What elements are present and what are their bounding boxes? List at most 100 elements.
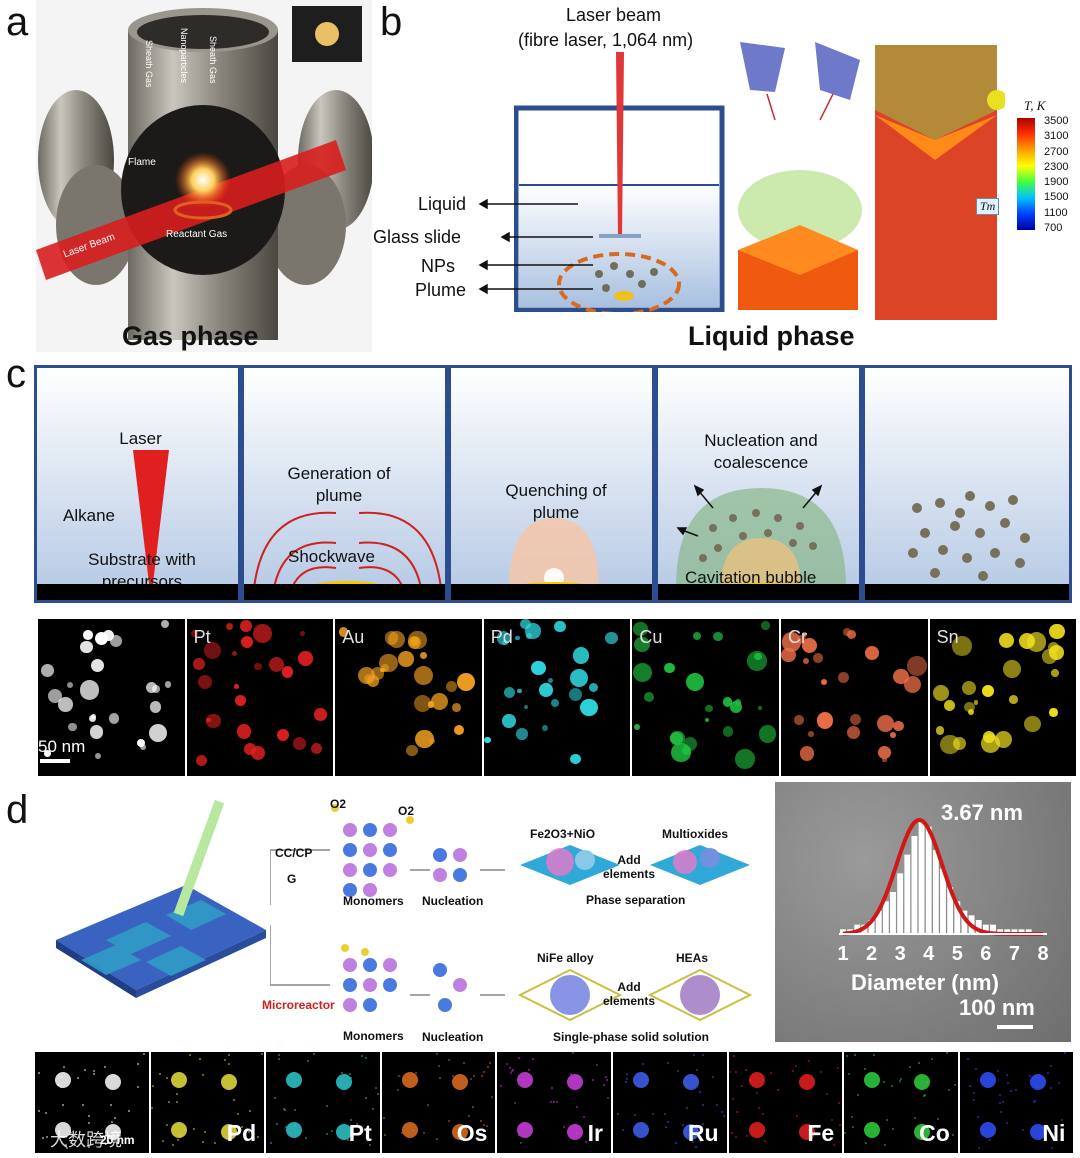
map-particle xyxy=(664,662,675,673)
map-speckle xyxy=(732,1055,735,1058)
map-particle xyxy=(849,713,862,726)
map-speckle xyxy=(346,1139,349,1142)
map-speckle xyxy=(92,1069,95,1072)
map-speckle xyxy=(294,1108,297,1111)
map-speckle xyxy=(550,1101,553,1104)
map-particle xyxy=(683,1074,699,1090)
map-speckle xyxy=(701,1053,704,1056)
map-particle xyxy=(798,1124,815,1140)
eds-map-pt: Pt xyxy=(184,619,334,776)
map-particle xyxy=(567,1124,584,1140)
map-speckle xyxy=(731,1098,734,1101)
eds-map-label: Fe xyxy=(807,1120,835,1146)
map-speckle xyxy=(349,1072,352,1075)
map-particle xyxy=(808,730,814,737)
map-speckle xyxy=(76,1076,79,1079)
map-speckle xyxy=(463,1062,466,1065)
map-speckle xyxy=(110,1104,113,1107)
hist-bar xyxy=(904,854,911,934)
map-particle xyxy=(58,697,74,713)
map-particle xyxy=(781,632,802,653)
map-speckle xyxy=(1033,1100,1036,1103)
map-speckle xyxy=(349,1077,352,1080)
map-speckle xyxy=(376,1093,379,1095)
map-speckle xyxy=(563,1125,566,1128)
map-particle xyxy=(1051,668,1059,677)
map-speckle xyxy=(722,1114,725,1117)
map-particle xyxy=(523,705,528,710)
map-speckle xyxy=(245,1137,248,1140)
map-particle xyxy=(524,623,541,639)
colorbar-ticks: 3500 3100 2700 2300 1900 1500 1100 700 xyxy=(1044,114,1080,236)
map-speckle xyxy=(899,1077,902,1080)
map-particle xyxy=(633,1072,649,1088)
map-particle xyxy=(944,700,956,711)
map-particle xyxy=(313,707,327,721)
map-particle xyxy=(693,631,702,640)
map-speckle xyxy=(854,1053,857,1056)
map-particle xyxy=(406,745,418,757)
map-particle xyxy=(748,1072,765,1088)
hist-bar xyxy=(875,910,882,934)
colorbar-tick: 3500 xyxy=(1044,115,1069,127)
map-speckle xyxy=(699,1091,702,1094)
map-particle xyxy=(232,651,238,657)
map-speckle xyxy=(1014,1089,1017,1092)
map-particle xyxy=(1049,708,1058,717)
map-particle xyxy=(864,1072,881,1088)
map-speckle xyxy=(176,1139,179,1142)
map-particle xyxy=(748,1122,765,1138)
map-speckle xyxy=(518,1134,521,1137)
map-particle xyxy=(843,628,852,637)
map-speckle xyxy=(483,1070,486,1073)
map-particle xyxy=(981,734,1001,754)
map-speckle xyxy=(667,1061,670,1064)
map-particle xyxy=(298,651,313,666)
map-speckle xyxy=(293,1124,296,1127)
hist-xlabel: Diameter (nm) xyxy=(851,970,999,995)
map-speckle xyxy=(749,1078,752,1081)
map-particle xyxy=(550,698,559,707)
nucleation-label-1: Nucleation xyxy=(422,894,484,908)
map-speckle xyxy=(489,1062,492,1065)
map-speckle xyxy=(925,1081,928,1084)
map-particle xyxy=(539,683,554,698)
map-particle xyxy=(243,742,256,755)
map-particle xyxy=(882,757,887,763)
map-speckle xyxy=(277,1058,280,1061)
map-speckle xyxy=(110,1121,113,1124)
map-particle xyxy=(570,669,589,688)
map-speckle xyxy=(721,1111,724,1114)
map-particle xyxy=(865,646,880,661)
map-speckle xyxy=(236,1112,239,1115)
map-particle xyxy=(588,683,598,693)
map-speckle xyxy=(769,1072,772,1075)
stage-2-shockwave: Shockwave xyxy=(288,547,375,566)
eds-map-label: Cr xyxy=(788,627,807,647)
nucleation-label-2: Nucleation xyxy=(422,1030,484,1044)
o2-label-2: O2 xyxy=(398,804,415,818)
map-particle xyxy=(634,723,641,730)
map-particle xyxy=(634,637,650,653)
map-speckle xyxy=(845,1054,848,1057)
map-speckle xyxy=(448,1119,451,1122)
map-particle xyxy=(520,619,531,630)
map-particle xyxy=(670,732,684,746)
hist-tick-label: 1 xyxy=(837,943,848,965)
eds-map-d-ir: Ir xyxy=(495,1052,611,1153)
map-speckle xyxy=(198,1058,201,1061)
map-speckle xyxy=(603,1083,606,1086)
map-particle xyxy=(1002,659,1021,678)
map-speckle xyxy=(756,1092,759,1095)
colorbar-tick: 2300 xyxy=(1044,160,1069,173)
map-speckle xyxy=(224,1059,227,1062)
map-particle xyxy=(893,668,909,685)
map-particle xyxy=(140,744,146,751)
map-particle xyxy=(962,681,977,696)
map-speckle xyxy=(833,1143,835,1146)
map-speckle xyxy=(273,1096,276,1099)
map-particle xyxy=(517,1122,534,1138)
map-speckle xyxy=(165,1076,168,1079)
map-speckle xyxy=(550,1087,553,1090)
nanoparticles-icon xyxy=(908,491,1030,581)
